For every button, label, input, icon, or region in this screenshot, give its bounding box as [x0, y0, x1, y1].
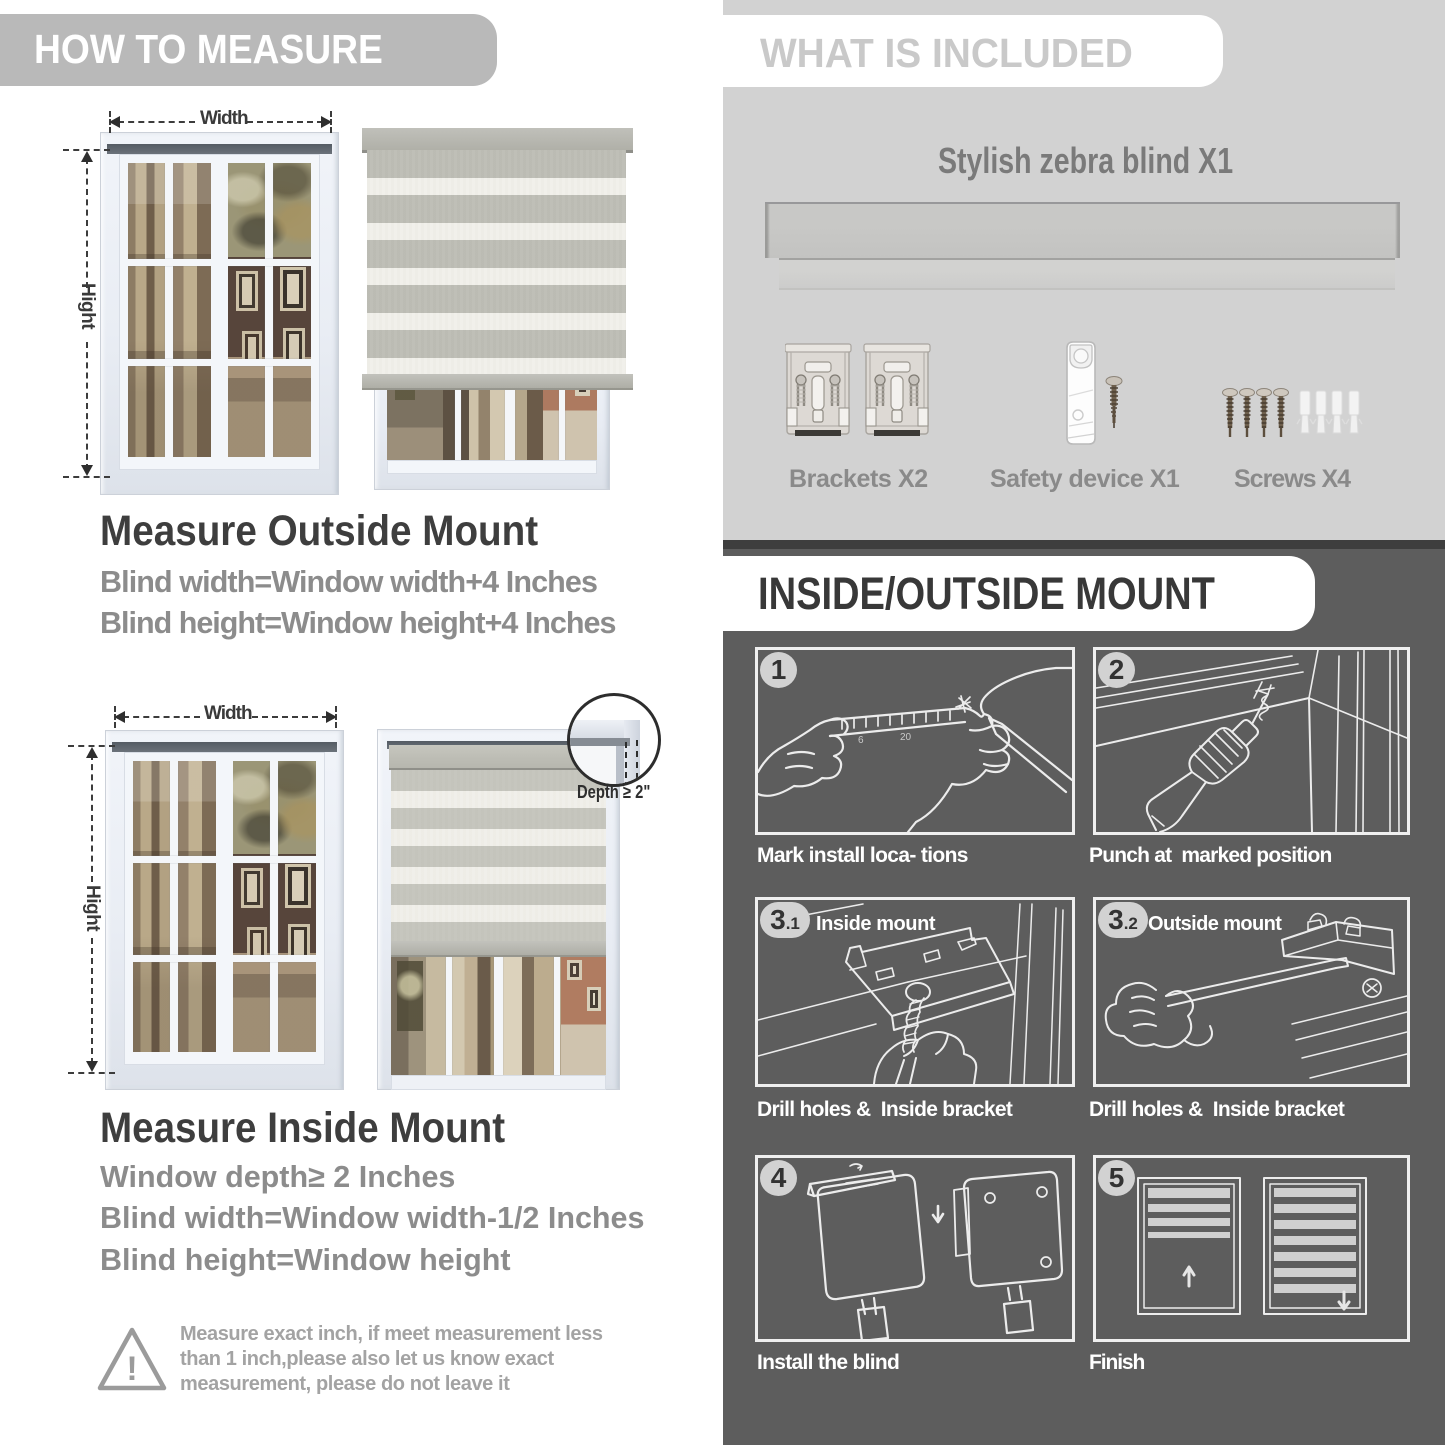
svg-text:!: ! [126, 1350, 137, 1388]
svg-text:20: 20 [900, 732, 912, 743]
svg-text:6: 6 [858, 735, 864, 746]
